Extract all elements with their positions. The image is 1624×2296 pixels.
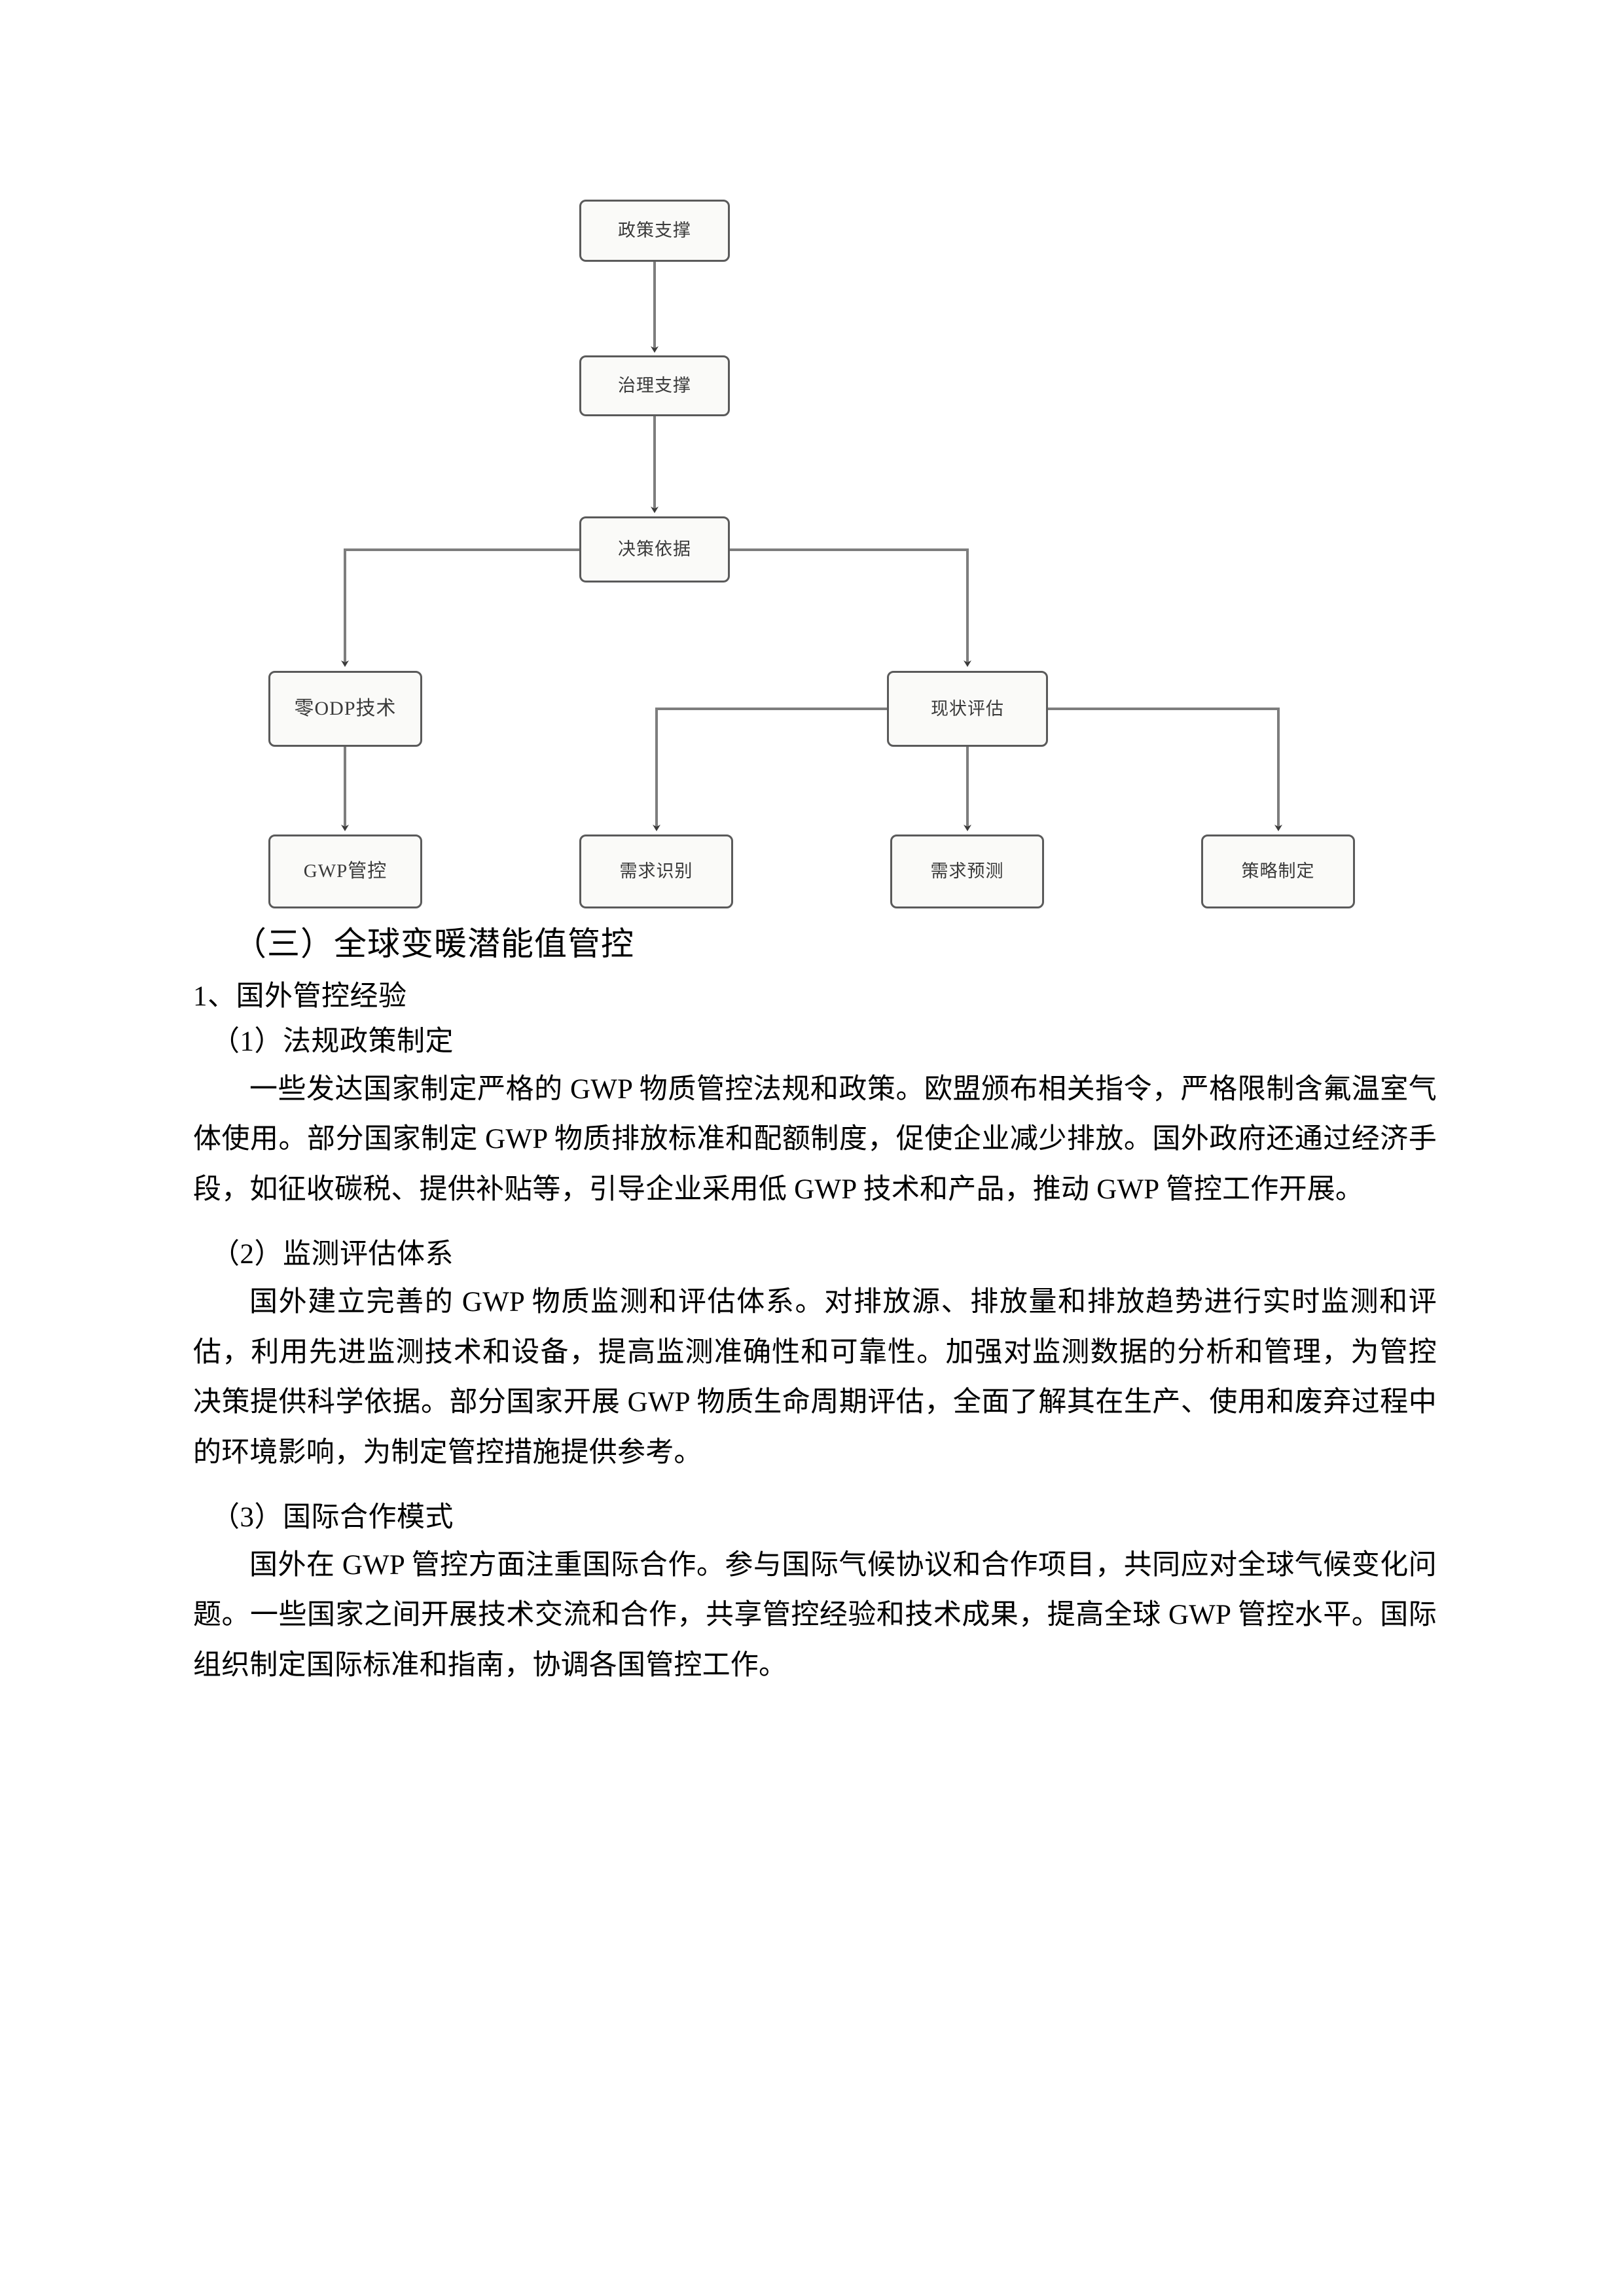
node-policy-support: 政策支撑 [579, 200, 730, 262]
connector-status-strategy [1048, 708, 1282, 831]
document-body: （三）全球变暖潜能值管控 1、国外管控经验 （1）法规政策制定 一些发达国家制定… [193, 919, 1437, 1691]
node-strategy-making: 策略制定 [1201, 834, 1355, 908]
connector-decision-status [730, 548, 971, 667]
node-label: 零ODP技术 [294, 698, 397, 719]
node-label: 决策依据 [618, 539, 691, 560]
connector-decision-zeroodp [341, 548, 579, 667]
node-demand-forecast: 需求预测 [890, 834, 1044, 908]
page-title: （三）全球变暖潜能值管控 [234, 925, 634, 962]
node-label: 治理支撑 [618, 376, 691, 396]
node-label: 需求识别 [619, 861, 693, 882]
node-decision-basis: 决策依据 [579, 516, 730, 583]
item-body-2: 国外建立完善的 GWP 物质监测和评估体系。对排放源、排放量和排放趋势进行实时监… [193, 1287, 1437, 1468]
node-status-assessment: 现状评估 [887, 671, 1048, 747]
node-label: 政策支撑 [618, 221, 691, 241]
connector-status-identify [653, 708, 887, 831]
item-title-1: （1）法规政策制定 [211, 1026, 454, 1058]
flowchart-diagram: 政策支撑 治理支撑 决策依据 零ODP技术 现状评估 GWP管控 需求识别 需求… [0, 0, 1624, 916]
item-title-3: （3）国际合作模式 [211, 1502, 454, 1534]
node-label: 需求预测 [930, 861, 1004, 882]
node-label: 现状评估 [931, 698, 1004, 719]
node-gwp-control: GWP管控 [268, 834, 422, 908]
subsection-title: 1、国外管控经验 [193, 980, 407, 1012]
flowchart-connectors [341, 262, 1282, 831]
node-label: 策略制定 [1241, 861, 1315, 882]
item-title-2: （2）监测评估体系 [211, 1239, 454, 1270]
node-zero-odp-tech: 零ODP技术 [268, 671, 422, 747]
node-demand-identify: 需求识别 [579, 834, 733, 908]
paragraph-spacer [193, 1215, 1437, 1232]
node-label: GWP管控 [303, 861, 388, 882]
paragraph-spacer [193, 1478, 1437, 1495]
node-governance-support: 治理支撑 [579, 355, 730, 416]
item-body-3: 国外在 GWP 管控方面注重国际合作。参与国际气候协议和合作项目，共同应对全球气… [193, 1549, 1437, 1681]
item-body-1: 一些发达国家制定严格的 GWP 物质管控法规和政策。欧盟颁布相关指令，严格限制含… [193, 1073, 1437, 1205]
